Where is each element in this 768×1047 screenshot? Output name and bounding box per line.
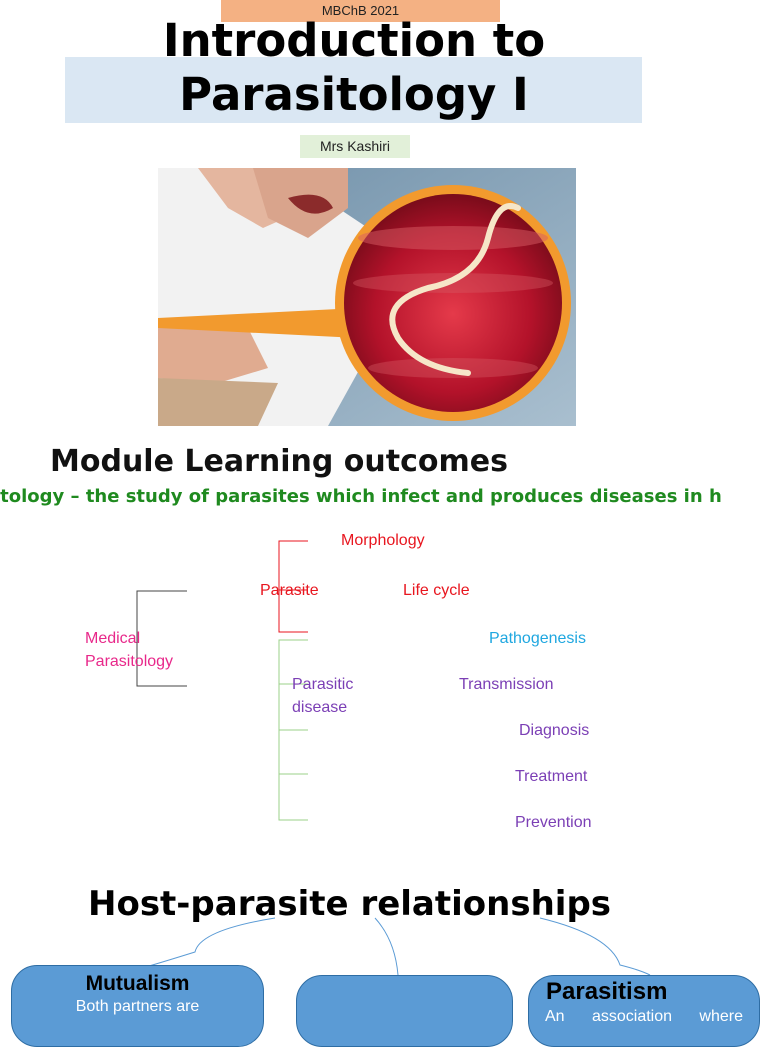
parasitism-title: Parasitism	[546, 978, 668, 1005]
tree-leaf-morphology: Morphology	[341, 532, 425, 549]
mutualism-description: Both partners are	[75, 998, 200, 1015]
relationship-connectors	[134, 917, 651, 976]
tree-leaf-prevention: Prevention	[515, 814, 592, 831]
stomach-pain-illustration	[158, 168, 576, 426]
title-line-2: Parasitology I	[179, 68, 529, 121]
root-label: Medical Parasitology	[85, 630, 174, 670]
slide-title: Introduction to Parasitology I	[60, 14, 648, 122]
tree-node-parasitic-disease: Parasitic disease	[292, 676, 354, 716]
tree-leaf-treatment: Treatment	[515, 768, 588, 785]
author-label: Mrs Kashiri	[300, 135, 410, 158]
tree-leaf-diagnosis: Diagnosis	[519, 722, 590, 739]
parasitology-definition: itology – the study of parasites which i…	[0, 486, 722, 507]
mutualism-title: Mutualism	[85, 972, 190, 995]
tree-leaf-transmission: Transmission	[459, 676, 554, 693]
course-tag: MBChB 2021	[221, 0, 500, 22]
commensalism-box	[296, 975, 513, 1047]
tree-root: Medical Parasitology	[85, 627, 195, 673]
concept-tree-lines	[136, 540, 308, 821]
mutualism-box: Mutualism Both partners are	[11, 965, 264, 1047]
title-band	[65, 57, 642, 123]
host-parasite-heading: Host-parasite relationships	[88, 884, 612, 924]
parasitism-box: Parasitism An association where	[528, 975, 760, 1047]
hero-image	[158, 168, 576, 426]
learning-outcomes-heading: Module Learning outcomes	[50, 444, 508, 479]
tree-leaf-pathogenesis: Pathogenesis	[489, 630, 586, 647]
tree-node-parasite: Parasite	[260, 582, 319, 599]
tree-leaf-life-cycle: Life cycle	[403, 582, 470, 599]
title-line-1: Introduction to	[162, 14, 546, 67]
parasitism-description: An association where	[545, 1008, 743, 1025]
